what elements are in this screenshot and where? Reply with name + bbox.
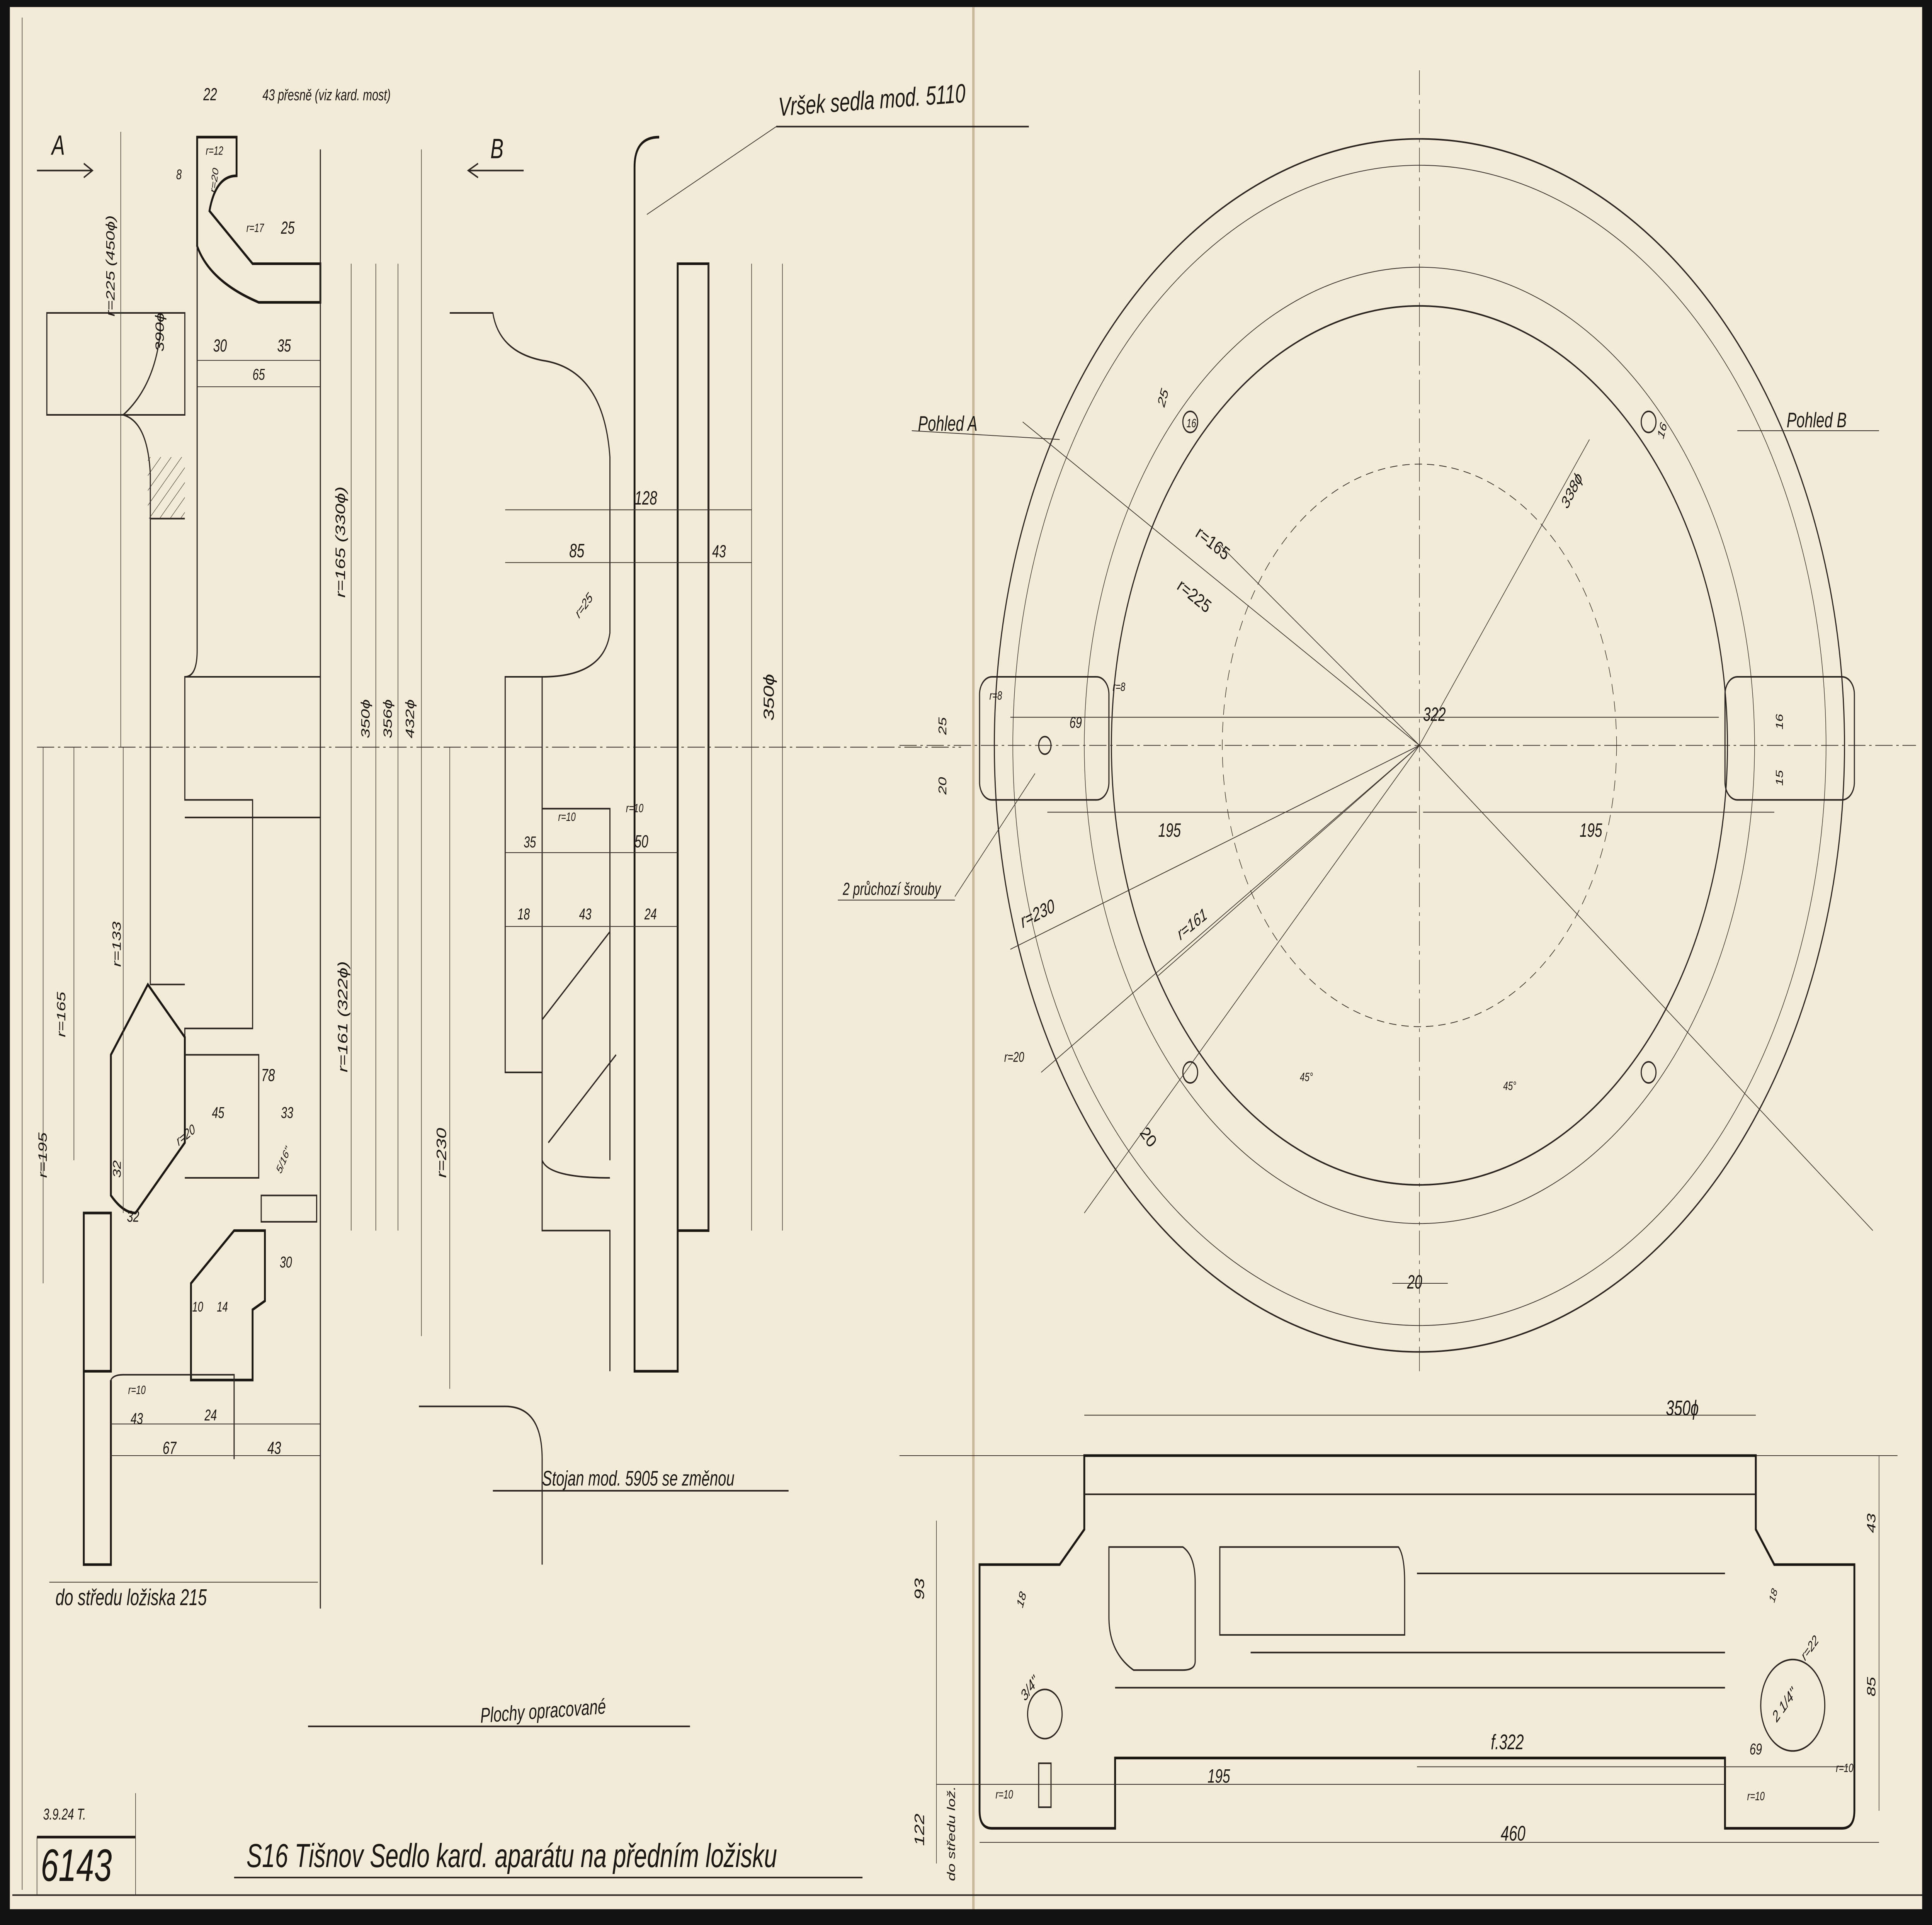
dimension-label-r165a: r=165 (54, 992, 68, 1037)
annotation-to-bearing-center: do středu ložiska 215 (55, 1584, 207, 1610)
dimension-label-d85: 85 (569, 540, 585, 562)
annotation-to-bearing-center-short: do středu lož. (945, 1786, 957, 1881)
labels-layer: 3.9.24 T. 6143 S16 Tišnov Sedlo kard. apar… (36, 79, 1878, 1891)
dimension-label-d22: 22 (203, 85, 217, 104)
dimension-label-d350b: 350ϕ (760, 674, 777, 720)
view-b-section (308, 126, 1029, 1727)
annotation-view-a-label: Pohled A (918, 411, 978, 435)
dimension-label-r10a: r=10 (558, 810, 576, 824)
dimension-label-r161-322: r=161 (322ϕ) (335, 961, 350, 1072)
dimension-label-d15: 15 (1774, 770, 1785, 786)
dimension-label-d32a: 32 (111, 1160, 123, 1178)
dimension-label-d195c: 195 (1208, 1765, 1230, 1787)
dimension-label-r10d: r=10 (996, 1787, 1014, 1801)
dimension-label-r225-450: r=225 (450ϕ) (104, 215, 117, 316)
view-a-section (37, 132, 961, 1609)
dimension-label-d14: 14 (217, 1299, 228, 1315)
dimension-label-r230a: r=230 (434, 1128, 449, 1178)
dimension-label-a45b: 45° (1503, 1079, 1516, 1092)
dimension-label-d322: 322 (1423, 704, 1446, 725)
dimension-label-d350c: 350ϕ (1666, 1396, 1699, 1420)
dimension-label-d30b: 30 (280, 1254, 292, 1271)
annotation-bolts: 2 průchozí šrouby (842, 879, 941, 899)
annotation-drawing-number: 6143 (41, 1840, 112, 1891)
dimension-label-d65: 65 (253, 366, 265, 383)
dimension-label-d43e: 43 (1864, 1513, 1878, 1533)
dimension-label-d25a: 25 (281, 218, 294, 238)
dimension-label-d350a: 350ϕ (359, 699, 372, 738)
dimension-label-r20c: r=20 (1004, 1049, 1024, 1065)
dimension-label-d32b: 32 (127, 1208, 139, 1225)
dimension-label-d16c: 16 (1774, 714, 1785, 729)
dimension-label-d10: 10 (192, 1299, 203, 1315)
dimension-label-d195b: 195 (1580, 820, 1602, 841)
section-view (899, 1415, 1898, 1864)
paper-background (10, 7, 1922, 1910)
annotation-view-b-label: Pohled B (1787, 408, 1847, 432)
dimension-label-d33: 33 (281, 1104, 293, 1121)
dimension-label-d128: 128 (634, 488, 657, 509)
dimension-label-r17: r=17 (247, 221, 265, 235)
dimension-label-d8: 8 (176, 167, 182, 183)
dimension-label-d93: 93 (912, 1578, 927, 1600)
dimension-label-r10c: r=10 (128, 1383, 146, 1397)
dimension-label-d122: 122 (912, 1814, 927, 1846)
dimension-label-d16a: 16 (1187, 416, 1196, 430)
dimension-label-r10e: r=10 (1747, 1789, 1765, 1803)
dimension-label-r195: r=195 (36, 1132, 50, 1178)
dimension-label-r10b: r=10 (626, 801, 644, 815)
dimension-label-d67: 67 (163, 1438, 177, 1458)
dimension-label-d43b: 43 (579, 906, 592, 923)
dimension-label-d43c: 43 (131, 1410, 143, 1427)
annotation-exact-43: 43 přesně (viz kard. most) (262, 86, 391, 104)
dimension-label-r12: r=12 (206, 144, 223, 158)
dimension-label-a45a: 45° (1300, 1070, 1313, 1084)
title-block (36, 1793, 863, 1895)
dimension-label-d18a: 18 (517, 906, 530, 923)
dimension-label-d356: 356ϕ (381, 699, 395, 738)
dimension-label-d390: 390ϕ (153, 313, 167, 352)
dimension-label-d195a: 195 (1158, 820, 1181, 841)
dimension-label-d35b: 35 (524, 834, 536, 851)
annotation-date-initials: 3.9.24 T. (43, 1806, 86, 1823)
annotation-stand: Stojan mod. 5905 se změnou (542, 1466, 735, 1490)
dimension-label-d20c: 20 (1407, 1272, 1422, 1293)
dimension-label-d78: 78 (261, 1065, 275, 1085)
dimension-label-d432: 432ϕ (403, 699, 417, 738)
dimension-label-r133: r=133 (110, 921, 124, 967)
dimension-label-d24a: 24 (644, 906, 657, 923)
dimension-label-r10f: r=10 (1836, 1761, 1854, 1775)
dimension-label-d69a: 69 (1070, 714, 1082, 731)
dimension-label-f322: f.322 (1491, 1730, 1524, 1753)
dimension-label-d43a: 43 (712, 542, 726, 561)
dimension-label-d69b: 69 (1750, 1741, 1762, 1758)
dimension-label-r165-330: r=165 (330ϕ) (333, 486, 348, 598)
dimension-label-d20a: 20 (937, 777, 949, 795)
dimension-label-d45a: 45 (212, 1104, 224, 1121)
dimension-label-d50: 50 (634, 832, 648, 851)
dimension-label-d43d: 43 (267, 1438, 281, 1458)
annotation-view-a: A (51, 130, 65, 161)
dimension-label-d35a: 35 (277, 336, 291, 356)
dimension-label-d30a: 30 (213, 336, 227, 356)
plan-view (838, 70, 1916, 1371)
dimension-label-r8b: r=8 (1112, 680, 1125, 693)
annotation-title: S16 Tišnov Sedlo kard. aparátu na přední… (247, 1837, 777, 1874)
dimension-label-d24b: 24 (204, 1407, 217, 1424)
dimension-label-d460: 460 (1501, 1821, 1526, 1845)
dimension-label-d85b: 85 (1864, 1677, 1878, 1697)
dimension-label-r8a: r=8 (990, 688, 1002, 702)
dimension-label-d25c: 25 (937, 717, 949, 735)
annotation-view-b: B (490, 133, 503, 165)
